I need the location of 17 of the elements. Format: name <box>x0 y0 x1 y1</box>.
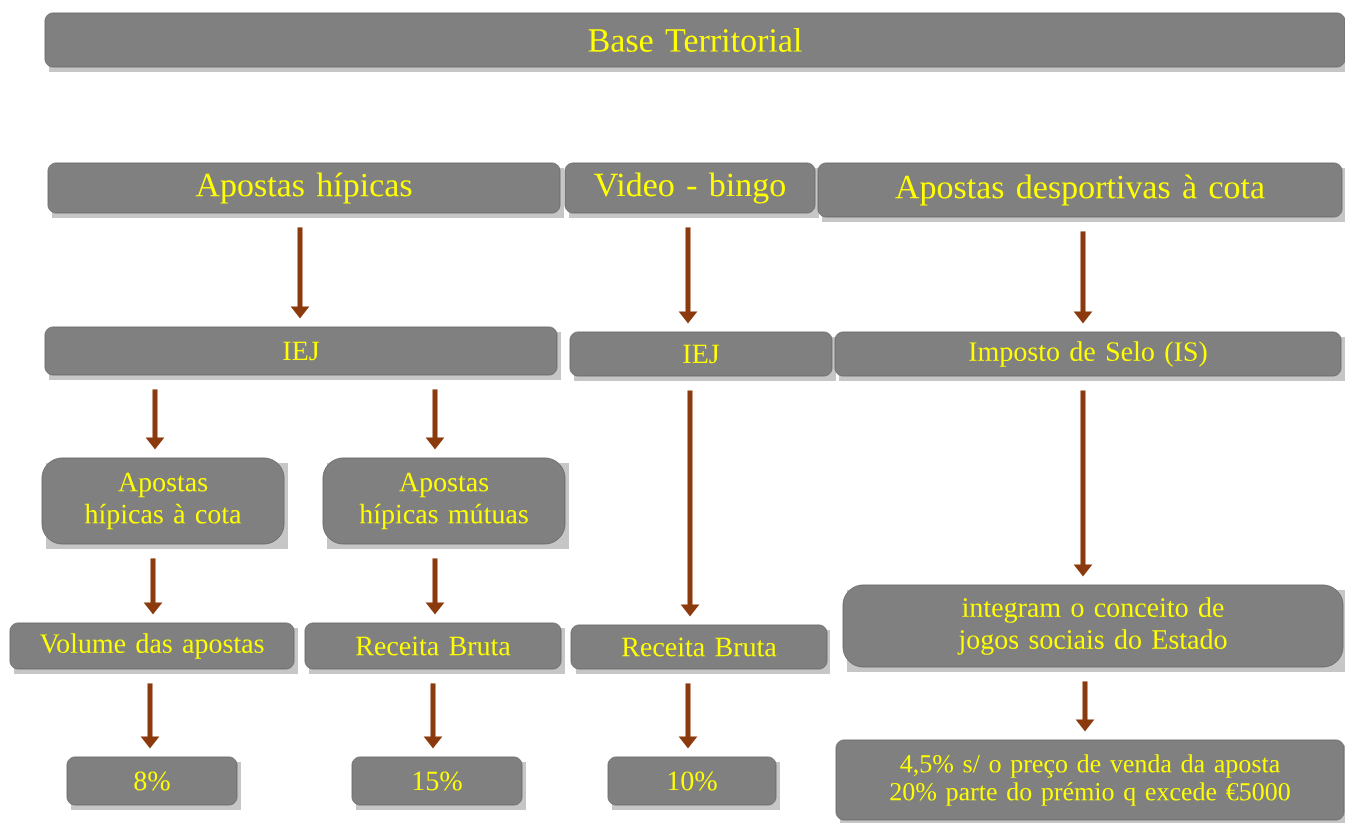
process-box: Receita Bruta <box>570 624 830 674</box>
process-box: Receita Bruta <box>304 622 565 674</box>
process-box: Video - bingo <box>564 162 819 218</box>
process-box: IEJ <box>44 326 561 380</box>
process-box: Apostas hípicas <box>47 162 564 218</box>
process-box: 10% <box>607 756 780 810</box>
process-box: 8% <box>66 756 241 810</box>
process-box: Apostas desportivas à cota <box>817 162 1345 222</box>
process-box: 4,5% s/ o preço de venda da aposta 20% parte do prémio q excede €5000 <box>835 739 1345 823</box>
title-bar: Base Territorial <box>44 12 1345 72</box>
process-box: Apostas hípicas mútuas <box>322 457 569 549</box>
process-box: Volume das apostas <box>9 622 298 674</box>
process-box: Imposto de Selo (IS) <box>834 331 1345 381</box>
process-box: Apostas hípicas à cota <box>41 457 288 549</box>
process-box: 15% <box>351 756 526 810</box>
process-box: IEJ <box>569 331 836 381</box>
process-box: integram o conceito de jogos sociais do Estado <box>842 584 1345 672</box>
